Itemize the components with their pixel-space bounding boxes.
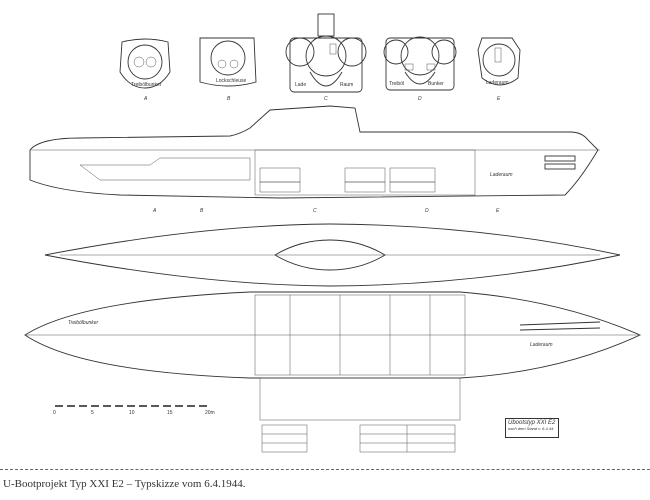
submarine-drawing: Treibölbunker A Lockschleuse B Lade Raum… xyxy=(24,13,642,453)
section-e-caption: Laderaum xyxy=(486,80,509,86)
mark-b: B xyxy=(200,208,204,214)
type-subtitle: nach dem Stand v. 6.4.44 xyxy=(508,426,554,431)
interior-plan-view: Treibölbunker Laderaum xyxy=(24,291,642,379)
plan-hold-label: Laderaum xyxy=(530,342,553,348)
scale-tick-0: 0 xyxy=(53,410,56,416)
cross-section-a: Treibölbunker A xyxy=(119,38,171,102)
side-hold-label: Laderaum xyxy=(490,172,513,178)
scale-tick-15: 15 xyxy=(167,410,173,416)
section-a-letter: A xyxy=(143,96,148,102)
plan-aft-label: Treibölbunker xyxy=(68,320,99,326)
figure-caption: U-Bootprojekt Typ XXI E2 – Typskizze vom… xyxy=(3,478,246,490)
cross-section-b: Lockschleuse B xyxy=(199,37,257,102)
section-c-caption-right: Raum xyxy=(340,82,353,88)
cross-section-e: Laderaum E xyxy=(477,37,521,102)
section-d-caption-right: Bunker xyxy=(428,81,444,87)
section-b-letter: B xyxy=(227,96,231,102)
section-c-letter: C xyxy=(324,96,328,102)
scale-tick-5: 5 xyxy=(91,410,94,416)
section-a-caption: Treibölbunker xyxy=(131,82,162,88)
cross-section-c: Lade Raum C xyxy=(285,13,367,102)
scale-tick-20: 20m xyxy=(205,410,215,416)
mark-e: E xyxy=(496,208,500,214)
scale-bar: 0 5 10 15 20m xyxy=(53,405,215,416)
section-b-caption: Lockschleuse xyxy=(216,78,247,84)
type-label-box: Ubootstyp XXI E2 nach dem Stand v. 6.4.4… xyxy=(505,418,559,438)
scale-tick-10: 10 xyxy=(129,410,135,416)
cross-section-d: Treiböl Bunker D xyxy=(383,36,457,102)
section-d-letter: D xyxy=(418,96,422,102)
section-d-caption-left: Treiböl xyxy=(389,81,404,87)
section-c-caption-left: Lade xyxy=(295,82,306,88)
divider xyxy=(0,469,650,470)
mark-a: A xyxy=(152,208,157,214)
type-title: Ubootstyp XXI E2 xyxy=(508,420,556,426)
mark-c: C xyxy=(313,208,317,214)
deck-plan-view xyxy=(44,223,621,287)
side-elevation: Laderaum A B C D E xyxy=(29,105,600,214)
section-e-letter: E xyxy=(497,96,501,102)
deck-layout-grids xyxy=(259,377,461,453)
mark-d: D xyxy=(425,208,429,214)
